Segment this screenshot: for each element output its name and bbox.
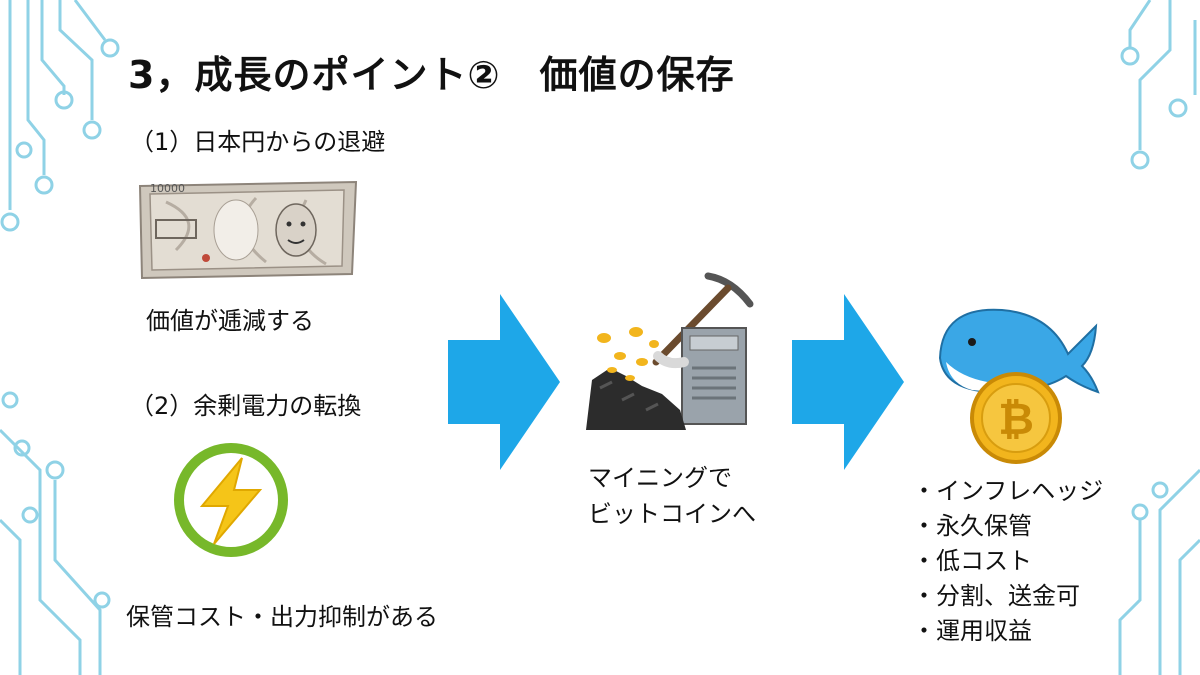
mining-caption-line1: マイニングで <box>588 464 732 492</box>
list-item: 低コスト <box>912 544 1103 579</box>
section2-heading: （2）余剰電力の転換 <box>130 392 362 420</box>
whale-bitcoin-illustration: ₿ <box>938 308 1100 464</box>
section2-caption: 保管コスト・出力抑制がある <box>126 603 438 631</box>
list-item: 運用収益 <box>912 614 1103 649</box>
mining-caption-line2: ビットコインへ <box>588 500 756 528</box>
lightning-icon <box>174 443 288 557</box>
mining-illustration <box>586 272 754 430</box>
banknote-value: 10000 <box>150 182 185 195</box>
banknote-illustration: 10000 <box>138 180 358 280</box>
list-item: 永久保管 <box>912 509 1103 544</box>
arrow-right-icon <box>448 294 560 470</box>
benefits-list: インフレヘッジ 永久保管 低コスト 分割、送金可 運用収益 <box>912 474 1103 649</box>
section1-caption: 価値が逓減する <box>146 307 314 335</box>
arrow-right-icon <box>792 294 904 470</box>
slide-title: 3，成長のポイント② 価値の保存 <box>128 53 735 97</box>
svg-text:₿: ₿ <box>998 394 1034 445</box>
list-item: インフレヘッジ <box>912 474 1103 509</box>
list-item: 分割、送金可 <box>912 579 1103 614</box>
section1-heading: （1）日本円からの退避 <box>130 128 386 156</box>
